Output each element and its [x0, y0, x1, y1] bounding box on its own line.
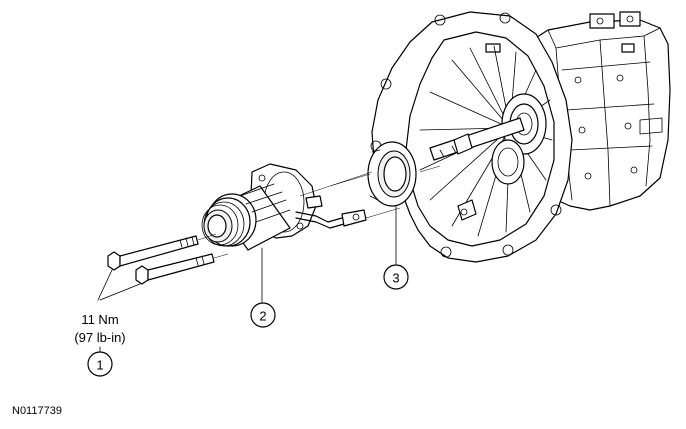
callout-3-number: 3 — [392, 271, 399, 286]
torque-imperial: (97 lb-in) — [74, 330, 125, 345]
figure-id: N0117739 — [12, 405, 62, 417]
bolts-part-1 — [107, 235, 215, 285]
seal-ring-part-3 — [367, 141, 417, 207]
callout-1-number: 1 — [96, 358, 103, 373]
callout-2: 2 — [250, 302, 276, 328]
torque-metric: 11 Nm — [81, 312, 118, 327]
alignment-lines — [197, 165, 441, 259]
torque-spec: 11 Nm (97 lb-in) — [74, 312, 126, 353]
leader-lines — [97, 205, 397, 303]
slave-cylinder-part-2 — [201, 163, 367, 251]
callout-3: 3 — [383, 264, 409, 290]
transmission-assembly — [370, 11, 671, 263]
callout-1: 1 — [87, 351, 113, 377]
callout-2-number: 2 — [259, 309, 266, 324]
